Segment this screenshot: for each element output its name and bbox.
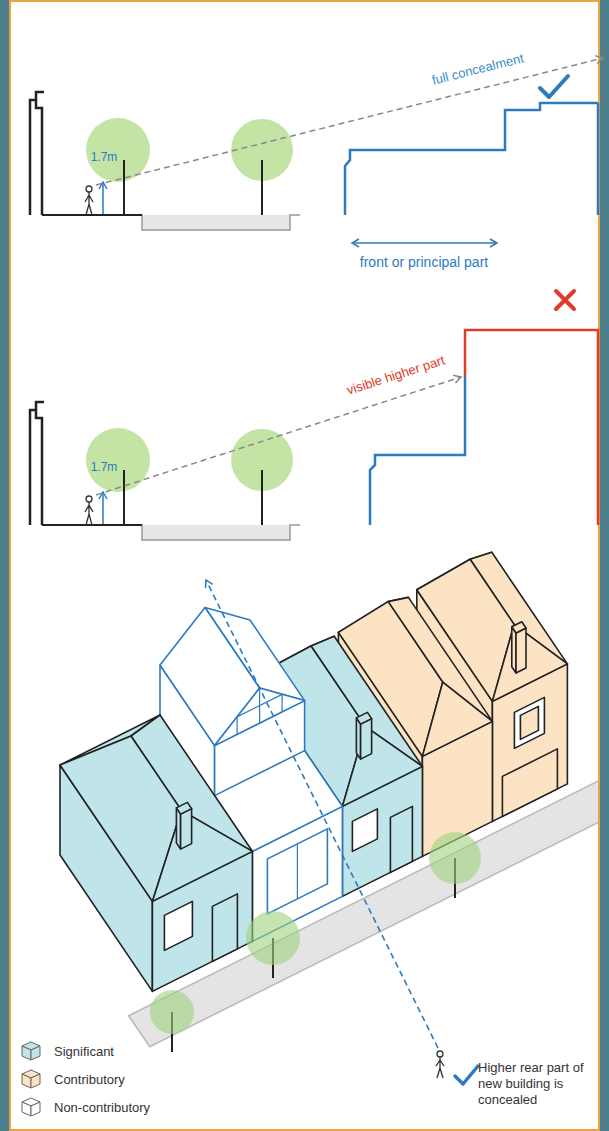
window <box>164 901 192 950</box>
tree <box>246 911 300 965</box>
window <box>267 829 327 914</box>
front-wall <box>181 809 192 850</box>
legend-row: Contributory <box>20 1068 125 1090</box>
extent-arrow <box>352 242 497 244</box>
legend-swatch <box>20 1096 42 1118</box>
window <box>352 809 377 852</box>
front-wall <box>361 719 372 760</box>
swatch-face <box>31 1074 40 1088</box>
tree <box>86 118 150 182</box>
tree <box>150 990 194 1034</box>
sight-line <box>96 377 461 495</box>
dimension-label: 1.7m <box>91 151 118 165</box>
roof <box>152 810 252 901</box>
neighbour-facade <box>30 92 44 215</box>
isometric-street <box>60 552 598 1052</box>
height-arrow <box>102 182 104 214</box>
roof <box>492 624 567 701</box>
new-building-outline <box>370 376 465 525</box>
roof <box>342 727 422 807</box>
roof <box>512 622 526 633</box>
front-wall <box>516 628 526 673</box>
roof <box>422 682 492 756</box>
window <box>390 806 412 872</box>
tick-mark <box>455 1066 478 1084</box>
swatch-face <box>31 1102 40 1116</box>
road <box>42 215 300 230</box>
legend-text: Contributory <box>54 1072 125 1087</box>
person <box>436 1051 444 1078</box>
footpath <box>129 781 598 1047</box>
person <box>85 186 93 215</box>
swatch-face <box>22 1074 31 1088</box>
glazing-bar <box>237 694 282 717</box>
tick-mark <box>540 76 568 97</box>
caption-note: Higher rear part of new building is conc… <box>478 1060 600 1108</box>
cross-mark <box>556 291 574 309</box>
swatch-face <box>22 1046 31 1060</box>
legend-text: Significant <box>54 1044 114 1059</box>
window <box>212 894 237 962</box>
window <box>520 706 538 739</box>
new-building-outline <box>345 103 598 215</box>
tree <box>429 832 481 884</box>
extent-label: front or principal part <box>360 254 488 270</box>
swatch-face <box>31 1046 40 1060</box>
legend-text: Non-contributory <box>54 1100 150 1115</box>
legend-row: Significant <box>20 1040 114 1062</box>
visible-part-outline <box>465 330 598 525</box>
sight-line <box>206 580 438 1048</box>
glazing-bar <box>297 844 298 899</box>
roof <box>356 712 371 724</box>
dimension-label: 1.7m <box>91 461 118 475</box>
gable-end <box>215 688 305 746</box>
glazing-bar <box>282 694 283 712</box>
swatch-face <box>22 1102 31 1116</box>
legend-swatch <box>20 1068 42 1090</box>
glazing-bar <box>237 717 238 735</box>
street-section <box>30 92 300 230</box>
legend-swatch <box>20 1040 42 1062</box>
window <box>514 697 544 748</box>
sight-line <box>96 58 603 185</box>
window <box>502 749 557 817</box>
roof <box>176 802 191 814</box>
legend-row: Non-contributory <box>20 1096 150 1118</box>
